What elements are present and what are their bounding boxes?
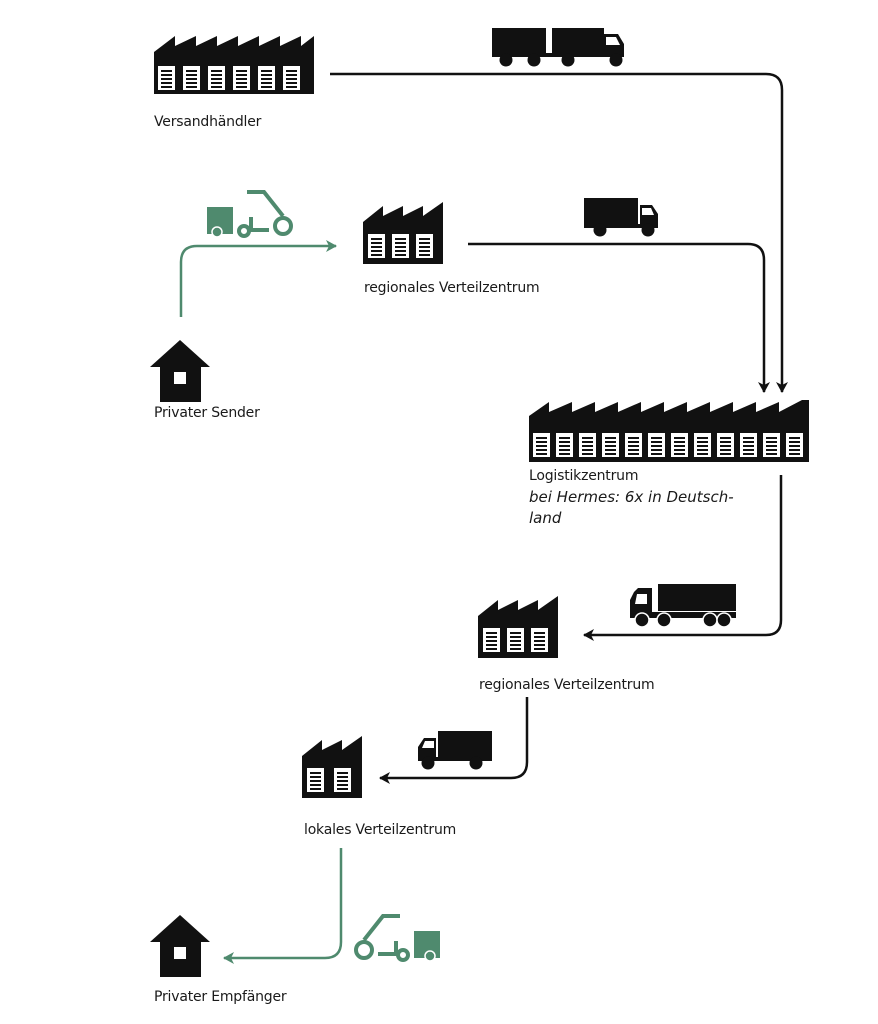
truck-icon [418,731,492,770]
edge-versandhaendler-to-logistikzentrum [330,72,788,393]
house-icon [150,340,210,402]
edge-lokal-to-empfaenger [223,848,343,964]
cargo-scooter-icon [207,190,293,238]
node-label-lokal: lokales Verteilzentrum [304,822,457,838]
edge-sender-to-regional1 [179,240,337,317]
node-label-versandhaendler: Versandhändler [154,114,262,130]
edge-regional1-to-logistikzentrum [468,242,770,393]
node-label-logistikzentrum: Logistikzentrum [529,468,639,484]
truck-trailer-icon [492,28,624,67]
node-label-regional-2: regionales Verteilzentrum [479,677,655,693]
factory-icon [363,202,443,264]
factory-icon [302,736,362,798]
edge-logistikzentrum-to-regional2 [583,475,783,641]
node-label-regional-1: regionales Verteilzentrum [364,280,540,296]
node-note-logistikzentrum: bei Hermes: 6x in Deutsch- land [529,488,734,527]
truck-icon [584,198,658,237]
cargo-scooter-icon [354,914,440,962]
edge-regional2-to-lokal [379,697,529,784]
node-label-privater-empfaenger: Privater Empfänger [154,989,287,1005]
factory-icon [478,596,558,658]
semi-truck-icon [630,584,736,628]
house-icon [150,915,210,977]
node-label-privater-sender: Privater Sender [154,405,260,421]
factory-icon [529,400,809,462]
factory-icon [154,36,314,94]
